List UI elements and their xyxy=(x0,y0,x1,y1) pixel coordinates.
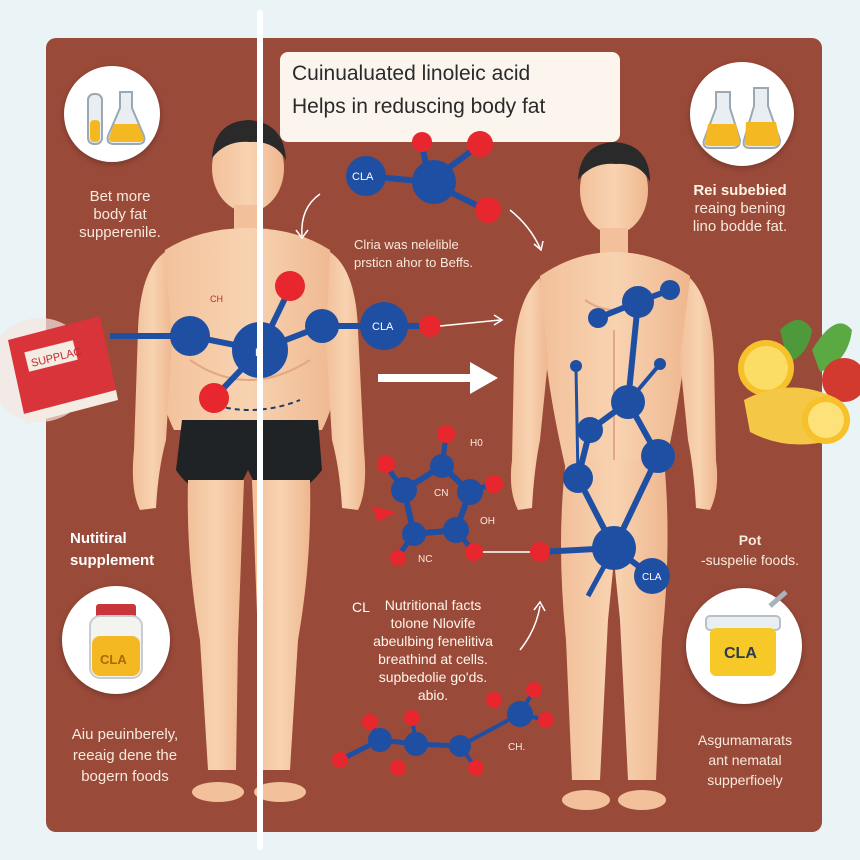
transformation-arrow xyxy=(378,362,498,394)
cla-jar-icon: CLA xyxy=(705,590,788,676)
left-bottom-line-3: bogern foods xyxy=(81,768,169,785)
nutrition-marker: CL xyxy=(352,599,370,615)
right-top-line-1: Rei subebied xyxy=(693,182,787,199)
left-top-text: Bet more body fat supperenile. xyxy=(72,188,168,242)
center-note-line-2: prsticn ahor to Beffs. xyxy=(354,255,473,270)
ring-label-nc: NC xyxy=(418,554,432,565)
flask-icon xyxy=(702,87,782,149)
left-mid-line-1: Nutitiral xyxy=(70,530,127,547)
right-body-figure xyxy=(510,142,718,810)
ring-label-h: H0 xyxy=(470,438,483,449)
page-title: Cuinualuated linoleic acid xyxy=(292,62,531,85)
supplement-book: SUPPLAC xyxy=(0,316,118,424)
molecule-label-top: CLA xyxy=(352,171,374,183)
test-tube-icon xyxy=(87,91,146,145)
left-body-figure xyxy=(132,120,366,802)
nutrition-line-4: breathind at cells. xyxy=(378,651,488,667)
body-molecule-chain: CLA xyxy=(530,280,680,598)
right-mid-line-2: -suspelie foods. xyxy=(700,552,800,568)
molecule-label-chest-small: CH xyxy=(210,294,223,304)
flask-circle xyxy=(690,62,794,166)
left-top-line-3: supperenile. xyxy=(79,224,161,241)
left-mid-line-2: supplement xyxy=(70,552,155,569)
center-note-line-1: Clria was nelelible xyxy=(354,237,459,252)
cla-jar-circle: CLA xyxy=(686,588,802,704)
citrus-fruit xyxy=(738,320,860,445)
center-divider xyxy=(257,10,263,850)
supplement-bottle-icon: CLA xyxy=(89,604,143,679)
right-bottom-line-3: supperfioely xyxy=(707,772,783,788)
molecule-label-bottom: CH. xyxy=(508,742,525,753)
thin-arrow xyxy=(439,319,501,327)
right-bottom-line-2: ant nematal xyxy=(708,752,782,768)
molecule-label-chest: CLA xyxy=(372,321,394,333)
right-top-line-2: reaing bening xyxy=(694,200,786,217)
chest-molecule: L CLA CH xyxy=(110,271,441,413)
ring-label-cn: CN xyxy=(434,488,448,499)
right-bottom-line-1: Asgumamarats xyxy=(697,732,793,748)
jar-label-right: CLA xyxy=(724,645,757,662)
supplement-jar-circle: CLA xyxy=(62,586,170,694)
curve-arrow-left xyxy=(301,193,321,237)
right-bottom-text: Asgumamarats ant nematal supperfioely xyxy=(680,730,810,790)
top-cla-molecule: CLA xyxy=(346,131,501,223)
ring-molecule: H0 CN OH NC xyxy=(372,425,538,566)
left-top-line-1: Bet more xyxy=(89,188,151,205)
nutrition-line-6: abio. xyxy=(417,687,449,703)
left-mid-label: Nutitiral supplement xyxy=(70,528,154,572)
left-top-line-2: body fat xyxy=(93,206,147,223)
title-card xyxy=(280,52,620,142)
left-bottom-line-1: Aiu peuinberely, xyxy=(71,726,179,743)
nutrition-line-2: tolone Nlovife xyxy=(390,615,476,631)
left-bottom-text: Aiu peuinberely, reeaig dene the bogern … xyxy=(60,724,190,787)
center-note: Clria was nelelible prsticn ahor to Beff… xyxy=(354,236,473,272)
nutrition-line-1: Nutritional facts xyxy=(384,597,482,613)
nutrition-line-3: abeulbing fenelitiva xyxy=(373,633,493,649)
right-mid-line-1: Pot xyxy=(738,532,762,548)
molecule-label-right-leg: CLA xyxy=(642,572,662,583)
right-top-text: Rei subebied reaing bening lino bodde fa… xyxy=(680,182,800,236)
nutrition-facts-text: Nutritional facts tolone Nlovife abeulbi… xyxy=(358,596,508,704)
right-mid-label: Pot -suspelie foods. xyxy=(690,530,810,570)
curve-arrow-right xyxy=(509,209,541,249)
jar-label-left: CLA xyxy=(100,652,127,667)
left-bottom-line-2: reeaig dene the xyxy=(72,747,178,764)
ring-label-oh: OH xyxy=(480,516,495,527)
page-subtitle: Helps in reduscing body fat xyxy=(292,95,546,118)
right-top-line-3: lino bodde fat. xyxy=(692,218,788,235)
bottom-molecule: CH. xyxy=(332,682,554,776)
nutrition-line-5: supbedolie go'ds. xyxy=(378,669,488,685)
test-tube-circle xyxy=(64,66,160,162)
